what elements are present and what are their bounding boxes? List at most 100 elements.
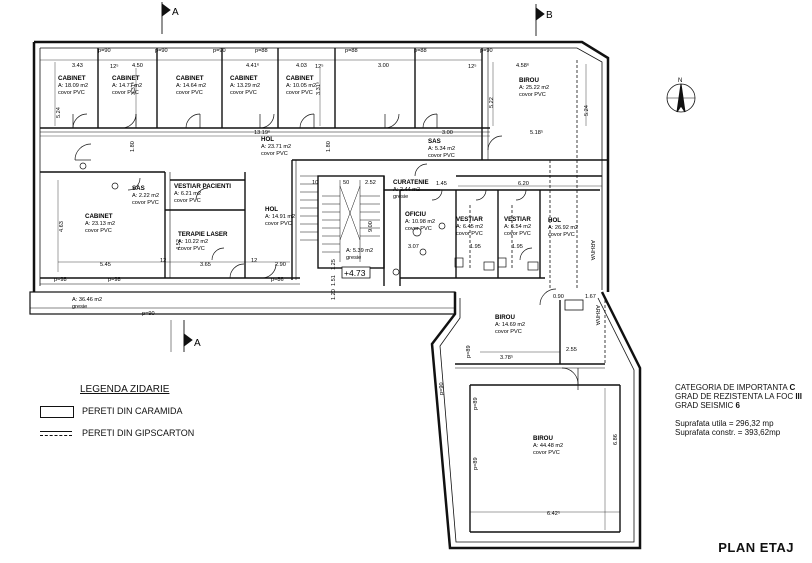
room-name: SAS: [428, 138, 441, 145]
dimension-label: 3.00: [378, 63, 389, 69]
room-name: VESTIAR: [504, 216, 531, 223]
room-area: A: 6.21 m2: [174, 191, 201, 197]
room-floor: gresie: [393, 194, 408, 200]
room-floor: covor PVC: [495, 329, 522, 335]
room-floor: covor PVC: [178, 246, 205, 252]
room-floor: covor PVC: [85, 228, 112, 234]
room-area: A: 36.46 m2: [72, 297, 102, 303]
interior-walls: [40, 48, 621, 533]
room-name: SAS: [132, 185, 145, 192]
exterior-walls: [29, 40, 642, 550]
dimension-label: 5.22: [489, 97, 495, 108]
north-arrow-icon: [666, 83, 696, 113]
sanitary-fixtures: [79, 162, 539, 276]
dimension-label: p=90: [98, 48, 111, 54]
legend-label-gypsum: PERETI DIN GIPSCARTON: [82, 428, 195, 438]
info-value: III: [795, 392, 802, 401]
room-name: BIROU: [533, 435, 553, 442]
info-label: Suprafata utila: [675, 419, 727, 428]
dimension-label: 3.78⁵: [500, 354, 513, 361]
room-area: A: 6.54 m2: [504, 224, 531, 230]
section-a-top-label: A: [172, 7, 179, 18]
dimension-label: 0.90: [553, 294, 564, 300]
room-name: CABINET: [176, 75, 204, 82]
info-area-built: Suprafata constr. = 393,62mp: [675, 428, 802, 437]
project-info: CATEGORIA DE IMPORTANTA C GRAD DE REZIST…: [675, 383, 802, 437]
info-area-useful: Suprafata utila = 296,32 mp: [675, 419, 802, 428]
legend-label-brick: PERETI DIN CARAMIDA: [82, 406, 183, 416]
legend-swatch-gypsum: [40, 431, 72, 436]
room-floor: covor PVC: [132, 200, 159, 206]
dimension-label: 4.41⁶: [246, 62, 259, 69]
info-label: GRAD DE REZISTENTA LA FOC: [675, 392, 794, 401]
room-area: A: 14.69 m2: [495, 322, 525, 328]
legend-swatch-brick: [40, 406, 74, 418]
dimension-label: p=90: [155, 48, 168, 54]
room-floor: covor PVC: [261, 151, 288, 157]
dimension-label: 1.45: [436, 181, 447, 187]
room-floor: covor PVC: [548, 232, 575, 238]
room-name: CABINET: [112, 75, 140, 82]
dimension-label: 1.67: [585, 294, 596, 300]
info-value: C: [789, 383, 796, 392]
room-floor: covor PVC: [519, 92, 546, 98]
room-area: A: 6.45 m2: [456, 224, 483, 230]
dimension-label: 1.80: [130, 141, 136, 152]
dimension-label: 5.24: [584, 105, 590, 116]
dimension-label: 3.43: [72, 63, 83, 69]
room-name: VESTIAR PACIENTI: [174, 183, 231, 190]
info-label: GRAD SEISMIC: [675, 401, 734, 410]
room-floor: covor PVC: [504, 231, 531, 237]
room-area: A: 14.91 m2: [265, 214, 295, 220]
room-name: HOL: [261, 136, 274, 143]
room-name: CURATENIE: [393, 179, 429, 186]
dimension-label: 5.24: [56, 107, 62, 118]
room-floor: gresie: [346, 255, 361, 261]
dimension-label: 5.18⁵: [530, 129, 543, 136]
room-area: A: 23.13 m2: [85, 221, 115, 227]
room-area: A: 10.05 m2: [286, 83, 316, 89]
section-a-bottom-label: A: [194, 338, 201, 349]
room-area: A: 10.22 m2: [178, 239, 208, 245]
dimension-label: 1.51: [331, 275, 337, 286]
dimension-label: p=88: [345, 48, 358, 54]
stair-treads: [300, 175, 380, 262]
info-value: = 296,32 mp: [728, 419, 774, 428]
room-name: CABINET: [85, 213, 113, 220]
room-floor: covor PVC: [230, 90, 257, 96]
dimension-label: 50: [343, 180, 349, 186]
room-area: A: 13.29 m2: [230, 83, 260, 89]
section-b-label: B: [546, 10, 553, 21]
room-floor: covor PVC: [174, 198, 201, 204]
room-floor: gresie: [72, 304, 87, 310]
dimension-label: p=88: [414, 48, 427, 54]
dimension-label: p=89: [473, 397, 479, 410]
dimension-label: 3.00: [442, 130, 453, 136]
dimension-label: 3.07: [408, 244, 419, 250]
room-name: CABINET: [230, 75, 258, 82]
room-area: A: 14.64 m2: [176, 83, 206, 89]
dimension-label: 4.63: [59, 221, 65, 232]
room-name: VESTIAR: [456, 216, 483, 223]
dimension-label: 12⁵: [315, 63, 324, 70]
room-area: A: 5.39 m2: [346, 248, 373, 254]
room-name: HOL: [265, 206, 278, 213]
dimension-label: p=90: [480, 48, 493, 54]
dimension-label: 1.95: [512, 244, 523, 250]
room-floor: covor PVC: [112, 90, 139, 96]
dimension-label: p=98: [108, 277, 121, 283]
elevation-label: +4.73: [344, 268, 366, 278]
dimension-label: 10: [312, 180, 318, 186]
dimension-label: p=90: [213, 48, 226, 54]
